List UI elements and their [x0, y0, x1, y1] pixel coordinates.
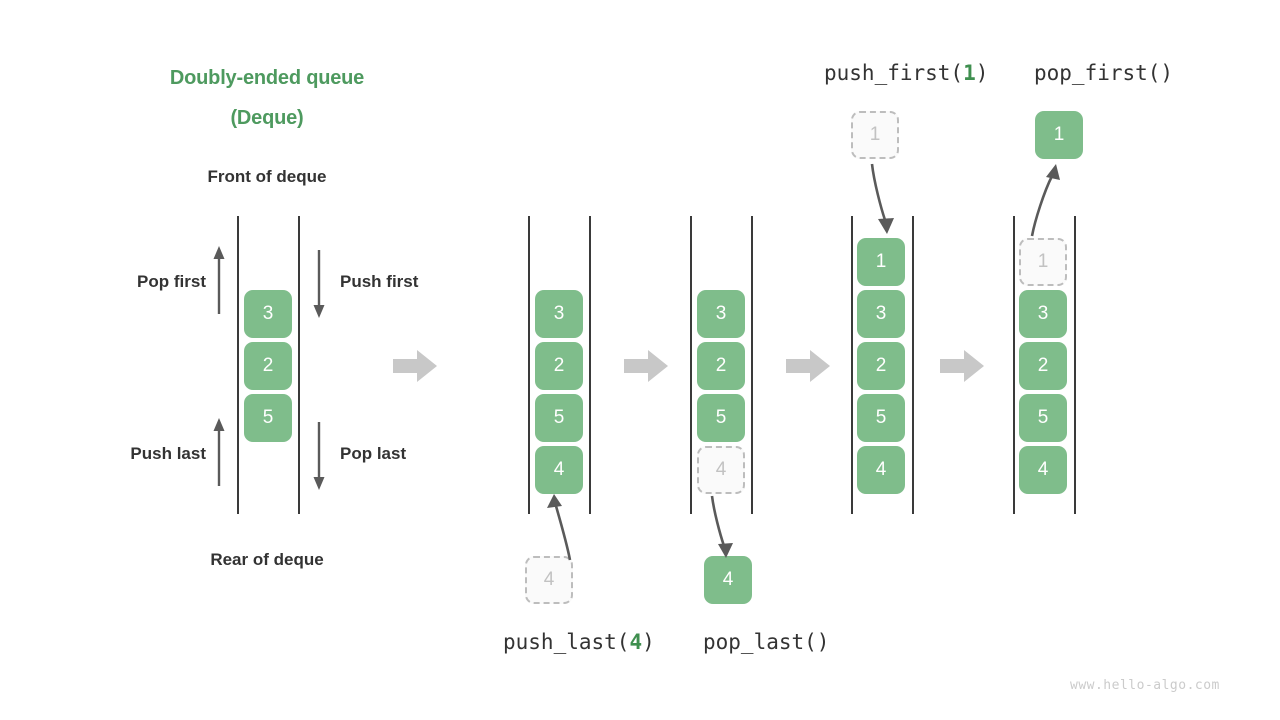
rail-right [751, 216, 753, 514]
deque-cell: 1 [857, 238, 905, 286]
op-push-first-arg: 1 [963, 61, 976, 85]
front-of-deque-label: Front of deque [207, 167, 327, 186]
deque-cell: 2 [857, 342, 905, 390]
deque-cell: 5 [697, 394, 745, 442]
pop-last-motion-arrow-icon [700, 495, 750, 560]
deque-cell: 4 [1019, 446, 1067, 494]
rail-left [528, 216, 530, 514]
op-label-push-last: push_last(4) [503, 629, 655, 655]
deque-cell: 4 [857, 446, 905, 494]
push-last-motion-arrow-icon [540, 492, 590, 562]
floating-popped-cell: 1 [1035, 111, 1083, 159]
op-push-first-close: ) [975, 61, 989, 85]
legend-push-first-label: Push first [340, 272, 419, 291]
floating-ghost-cell: 1 [851, 111, 899, 159]
deque-cell: 2 [1019, 342, 1067, 390]
op-label-push-first: push_first(1) [824, 60, 988, 86]
deque-cell: 5 [1019, 394, 1067, 442]
deque-cell: 3 [535, 290, 583, 338]
rail-right [589, 216, 591, 514]
diagram-title-line1: Doubly-ended queue [169, 67, 365, 89]
deque-cell: 2 [697, 342, 745, 390]
legend-push-last-label: Push last [130, 444, 206, 463]
legend-pop-last-label: Pop last [340, 444, 407, 463]
rail-left [851, 216, 853, 514]
op-push-first-name: push_first( [824, 61, 964, 85]
pop-last-arrow-icon [306, 420, 332, 492]
rear-of-deque-label: Rear of deque [210, 550, 324, 569]
step-arrow-icon [940, 350, 984, 382]
floating-ghost-cell: 4 [525, 556, 573, 604]
step-arrow-icon [393, 350, 437, 382]
push-last-arrow-icon [206, 416, 232, 488]
deque-cell: 4 [535, 446, 583, 494]
deque-cell: 3 [244, 290, 292, 338]
op-push-last-name: push_last( [503, 630, 630, 654]
rail-left [690, 216, 692, 514]
pop-first-motion-arrow-icon [1018, 162, 1068, 238]
deque-ghost-cell: 4 [697, 446, 745, 494]
watermark: www.hello-algo.com [1070, 678, 1220, 693]
deque-cell: 3 [1019, 290, 1067, 338]
deque-cell: 3 [857, 290, 905, 338]
op-label-pop-first: pop_first() [1034, 61, 1174, 85]
rail-right [912, 216, 914, 514]
floating-popped-cell: 4 [704, 556, 752, 604]
deque-cell: 5 [535, 394, 583, 442]
op-label-pop-last: pop_last() [703, 630, 830, 654]
deque-ghost-cell: 1 [1019, 238, 1067, 286]
deque-cell: 5 [244, 394, 292, 442]
deque-cell: 2 [244, 342, 292, 390]
deque-cell: 5 [857, 394, 905, 442]
legend-pop-first-label: Pop first [137, 272, 206, 291]
deque-cell: 3 [697, 290, 745, 338]
step-arrow-icon [786, 350, 830, 382]
rail-right [298, 216, 300, 514]
rail-right [1074, 216, 1076, 514]
op-push-last-arg: 4 [629, 630, 643, 654]
deque-cell: 2 [535, 342, 583, 390]
rail-left [1013, 216, 1015, 514]
step-arrow-icon [624, 350, 668, 382]
diagram-title-line2: (Deque) [230, 107, 304, 129]
push-first-motion-arrow-icon [856, 163, 906, 236]
pop-first-arrow-icon [206, 244, 232, 316]
push-first-arrow-icon [306, 248, 332, 320]
op-push-last-close: ) [642, 630, 655, 654]
rail-left [237, 216, 239, 514]
